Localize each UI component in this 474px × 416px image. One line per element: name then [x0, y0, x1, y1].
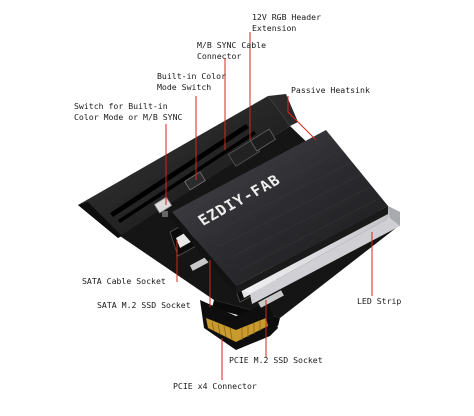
heatsink: [170, 130, 388, 294]
leader-passive-heatsink-2: [287, 111, 317, 141]
header-components: [153, 128, 277, 217]
label-pcie-x4-connector: PCIE x4 Connector: [173, 381, 257, 391]
pcie-bracket: [78, 94, 298, 238]
label-pcie-m2-ssd-socket: PCIE M.2 SSD Socket: [229, 355, 323, 365]
label-12v-rgb-header-extension: 12V RGB Header Extension: [252, 12, 322, 33]
label-switch-builtin-or-mb-sync: Switch for Built-in Color Mode or M/B SY…: [74, 101, 183, 122]
label-sata-cable-socket: SATA Cable Socket: [82, 276, 166, 286]
label-mb-sync-cable-connector: M/B SYNC Cable Connector: [197, 40, 267, 61]
label-led-strip: LED Strip: [357, 296, 402, 306]
label-sata-m2-ssd-socket: SATA M.2 SSD Socket: [97, 300, 191, 310]
pcie-gold-fingers: [200, 300, 278, 350]
label-builtin-color-mode-switch: Built-in Color Mode Switch: [157, 71, 227, 92]
leader-lines: [165, 32, 373, 380]
label-passive-heatsink: Passive Heatsink: [291, 85, 370, 95]
